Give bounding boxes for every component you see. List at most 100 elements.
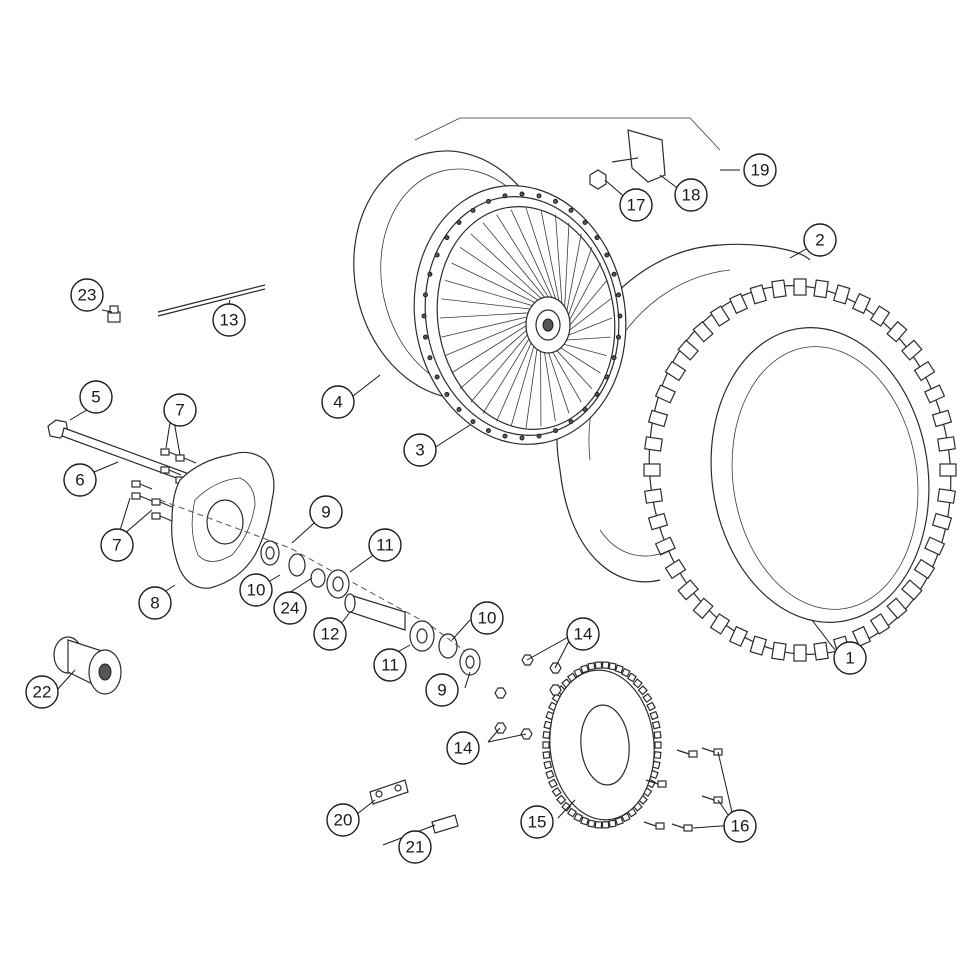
spoke-line xyxy=(451,262,541,306)
spoke-line xyxy=(459,326,531,390)
spoke-line xyxy=(441,298,536,311)
tread-block xyxy=(937,488,956,504)
spoke xyxy=(157,284,266,317)
tread-block xyxy=(813,279,829,299)
callout-label: 17 xyxy=(627,196,646,215)
spoke-nipple-dot xyxy=(582,220,588,226)
tread-block xyxy=(647,409,669,428)
spacer-ring-right xyxy=(438,633,458,659)
spoke-nipple-dot xyxy=(568,419,574,425)
tread-block xyxy=(771,641,787,661)
sprocket-tooth xyxy=(542,741,550,749)
master-link xyxy=(431,814,459,834)
tread-block xyxy=(692,597,714,620)
sprocket-bolt xyxy=(643,821,665,830)
sprocket-tooth xyxy=(654,741,662,749)
sprocket-tooth xyxy=(653,751,662,760)
spoke-nipple-dot xyxy=(434,252,440,258)
sprocket-nut xyxy=(549,684,562,696)
tread-block xyxy=(677,579,699,601)
spoke-line xyxy=(560,336,611,341)
callout-7: 7 xyxy=(100,528,134,562)
callout-label: 4 xyxy=(333,393,342,412)
spoke-line xyxy=(555,344,601,374)
tread-block xyxy=(901,339,923,361)
tire xyxy=(643,278,957,662)
callout-24: 24 xyxy=(273,591,307,625)
callout-9: 9 xyxy=(309,495,343,529)
hub xyxy=(53,636,122,695)
tread-block xyxy=(924,384,946,404)
disc-bolt xyxy=(175,454,197,464)
sprocket-tooth xyxy=(551,786,562,798)
tread-block xyxy=(643,463,661,477)
sprocket-nut xyxy=(494,687,507,699)
callout-11: 11 xyxy=(373,648,407,682)
sprocket-tooth xyxy=(627,672,637,683)
callout-label: 12 xyxy=(321,625,340,644)
seal-left xyxy=(260,540,280,566)
callout-22: 22 xyxy=(25,675,59,709)
tread-block xyxy=(813,641,829,661)
tread-block xyxy=(749,635,768,656)
callout-3: 3 xyxy=(403,433,437,467)
sprocket-tooth xyxy=(548,778,558,789)
spacer-ring-left xyxy=(288,553,306,577)
sprocket xyxy=(542,661,662,829)
sprocket-tooth xyxy=(542,730,551,739)
spoke-line xyxy=(496,214,553,304)
spoke-line xyxy=(445,319,531,356)
callout-label: 21 xyxy=(406,838,425,857)
spoke-line xyxy=(564,298,611,335)
leader-line xyxy=(433,424,471,449)
sprocket-bolt xyxy=(676,749,698,758)
seal-right xyxy=(459,648,481,676)
tread-block xyxy=(664,558,687,580)
callout-label: 14 xyxy=(574,625,593,644)
spoke-nipple-dot xyxy=(568,207,574,213)
spoke-line xyxy=(546,346,570,414)
callout-2: 2 xyxy=(803,223,837,257)
spoke-nipple-dot xyxy=(444,391,450,397)
tread-block xyxy=(793,644,807,662)
spoke-line xyxy=(470,330,531,403)
tread-block xyxy=(692,320,714,343)
tread-block xyxy=(749,284,768,305)
spoke-line xyxy=(482,222,550,304)
tread-block xyxy=(937,436,956,452)
spoke-nipple-dot xyxy=(594,391,600,397)
tread-block xyxy=(677,339,699,361)
spoke-line xyxy=(563,222,570,316)
sprocket-tooth xyxy=(608,662,617,671)
callout-19: 19 xyxy=(743,153,777,187)
sprocket-tooth xyxy=(637,685,648,696)
spoke-nipple-dot xyxy=(456,220,462,226)
spoke-line xyxy=(445,279,538,308)
tread-block xyxy=(728,625,749,648)
callout-1: 1 xyxy=(833,641,867,675)
tread-block xyxy=(644,436,663,452)
wheel-spokes xyxy=(421,191,623,441)
spoke-line xyxy=(565,262,601,327)
spoke-nipple-dot xyxy=(456,406,462,412)
spoke-line xyxy=(525,343,539,429)
callout-14: 14 xyxy=(446,731,480,765)
spoke-line xyxy=(562,317,613,338)
spoke-nipple-dot xyxy=(611,355,617,361)
tread-block xyxy=(886,320,908,343)
spoke-nipple-dot xyxy=(470,419,476,425)
tread-block xyxy=(913,558,936,580)
leader-line xyxy=(557,799,576,819)
callout-11: 11 xyxy=(368,528,402,562)
callout-label: 3 xyxy=(415,441,424,460)
spoke-line xyxy=(451,322,531,374)
disc-bolt xyxy=(151,498,173,508)
sprocket-bolt xyxy=(645,779,667,788)
tread-block xyxy=(886,597,908,620)
tread-block xyxy=(793,278,807,296)
callout-21: 21 xyxy=(398,830,432,864)
tire-tread xyxy=(643,278,957,662)
bearing-right xyxy=(409,620,435,652)
callout-label: 9 xyxy=(437,681,446,700)
tread-block xyxy=(924,536,946,556)
